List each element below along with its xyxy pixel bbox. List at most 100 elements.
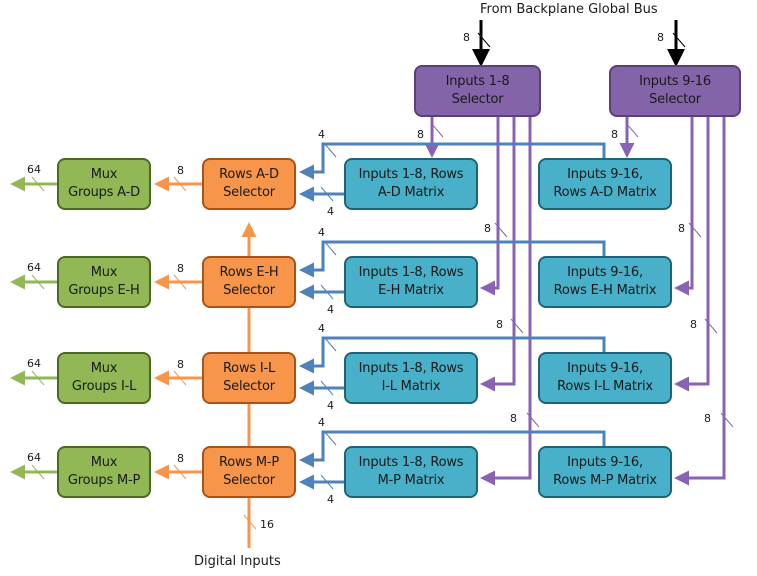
box-line2: Rows M-P Matrix [553, 473, 657, 488]
bus-width-tick [323, 142, 337, 158]
box-line1: Inputs 9-16, [567, 265, 643, 280]
box-line1: Inputs 9-16, [567, 361, 643, 376]
selector-output-width-label: 8 [177, 452, 184, 465]
selector-output-width-label: 8 [177, 262, 184, 275]
matrix-bottom-width-label: 4 [327, 205, 334, 218]
bus-width-tick [31, 464, 45, 480]
selector-output-width-label: 8 [177, 164, 184, 177]
matrix-b-input-width-label: 8 [690, 318, 697, 331]
matrix-a-input-width-label: 8 [496, 318, 503, 331]
bus-width-tick [173, 274, 187, 290]
inputs-9-16-rows-e-h-matrix: Inputs 9-16, Rows E-H Matrix [538, 256, 672, 308]
inputs-9-16-rows-a-d-matrix: Inputs 9-16, Rows A-D Matrix [538, 158, 672, 210]
blue-bus-wire-from-matrix-b [299, 240, 606, 278]
box-line1: Inputs 1-8, Rows [358, 167, 464, 182]
box-line2: Selector [223, 473, 275, 488]
digital-inputs-width-label: 16 [260, 518, 274, 531]
bus-width-tick [494, 222, 508, 238]
bus-width-tick [243, 514, 257, 530]
box-line2: Rows E-H Matrix [553, 283, 657, 298]
inputs-9-16-rows-i-l-matrix: Inputs 9-16, Rows I-L Matrix [538, 352, 672, 404]
mux-output-width-label: 64 [27, 163, 41, 176]
bus-width-tick [510, 318, 524, 334]
box-line2: M-P Matrix [377, 473, 445, 488]
matrix-b-input-width-label: 8 [704, 412, 711, 425]
matrix-bottom-width-label: 4 [327, 493, 334, 506]
selector-line1: Inputs 9-16 [639, 74, 711, 89]
blue-bus-wire-from-matrix-b [299, 336, 606, 374]
bus-width-tick [672, 32, 686, 48]
box-line1: Rows M-P [218, 455, 280, 470]
inputs-9-16-rows-m-p-matrix: Inputs 9-16, Rows M-P Matrix [538, 446, 672, 498]
box-line1: Rows E-H [219, 265, 279, 280]
mux-output-width-label: 64 [27, 261, 41, 274]
selector-output-width-label: 8 [177, 358, 184, 371]
box-line2: Groups A-D [68, 185, 140, 200]
blue-bus-wire-from-matrix-b [299, 430, 606, 468]
matrix-top-width-label: 4 [318, 128, 325, 141]
matrix-a-input-width-label: 8 [510, 412, 517, 425]
bus-width-tick [323, 240, 337, 256]
purple-bus-wire [480, 117, 516, 392]
matrix-a-input-width-label: 8 [417, 128, 424, 141]
rows-m-p-selector: Rows M-P Selector [202, 446, 296, 498]
box-line2: Rows A-D Matrix [553, 185, 657, 200]
box-line2: Selector [223, 185, 275, 200]
bus-width-tick [31, 274, 45, 290]
box-line1: Inputs 9-16, [567, 455, 643, 470]
purple-bus-wire [674, 117, 710, 392]
bus-width-tick [625, 122, 639, 138]
purple-bus-wire [674, 117, 694, 296]
matrix-top-width-label: 4 [318, 322, 325, 335]
bus-width-tick [31, 176, 45, 192]
selector-line2: Selector [649, 92, 701, 107]
purple-bus-wire [674, 117, 726, 486]
digital-inputs-label: Digital Inputs [194, 554, 281, 569]
box-line1: Inputs 9-16, [567, 167, 643, 182]
bus-width-tick [477, 32, 491, 48]
box-line2: Groups M-P [67, 473, 141, 488]
bus-width-tick [704, 318, 718, 334]
box-line1: Mux [90, 167, 118, 182]
box-line2: Selector [223, 379, 275, 394]
box-line1: Inputs 1-8, Rows [358, 265, 464, 280]
matrix-top-width-label: 4 [318, 416, 325, 429]
bus-width-label: 8 [657, 31, 664, 44]
bus-width-tick [320, 284, 334, 300]
bus-width-tick [323, 430, 337, 446]
bus-width-tick [526, 412, 540, 428]
bus-width-tick [320, 380, 334, 396]
bus-width-label: 8 [463, 31, 470, 44]
bus-width-tick [320, 474, 334, 490]
box-line2: Rows I-L Matrix [557, 379, 653, 394]
box-line2: A-D Matrix [377, 185, 445, 200]
box-line1: Mux [90, 265, 118, 280]
matrix-a-input-width-label: 8 [484, 222, 491, 235]
matrix-b-input-width-label: 8 [611, 128, 618, 141]
inputs-9-16-selector: Inputs 9-16 Selector [609, 65, 741, 117]
box-line2: I-L Matrix [381, 379, 441, 394]
bus-width-tick [173, 176, 187, 192]
selector-line1: Inputs 1-8 [445, 74, 510, 89]
matrix-bottom-width-label: 4 [327, 399, 334, 412]
mux-output-width-label: 64 [27, 451, 41, 464]
box-line2: Selector [223, 283, 275, 298]
purple-bus-wire [480, 117, 500, 296]
bus-width-tick [323, 336, 337, 352]
box-line2: Groups E-H [68, 283, 140, 298]
bus-width-tick [320, 186, 334, 202]
matrix-bottom-width-label: 4 [327, 303, 334, 316]
box-line2: E-H Matrix [378, 283, 444, 298]
rows-e-h-selector: Rows E-H Selector [202, 256, 296, 308]
box-line1: Inputs 1-8, Rows [358, 361, 464, 376]
